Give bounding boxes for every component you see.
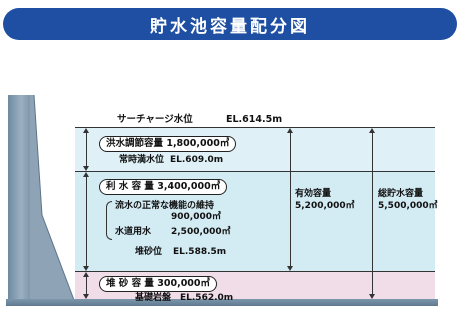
water-supply-label: 水道用水	[115, 227, 152, 237]
sediment-dimension-line	[86, 276, 87, 295]
effective-capacity-label: 有効容量	[295, 189, 332, 199]
allocation-bracket	[106, 201, 112, 240]
utilization-label: 利 水 容 量	[106, 181, 154, 192]
utilization-arrow-down-icon	[83, 266, 89, 271]
total-capacity-value: 5,500,000㎥	[378, 201, 438, 211]
sediment-capacity: 堆 砂 容 量 300,000㎥	[99, 276, 218, 292]
normal-function-value: 900,000㎥	[171, 212, 221, 222]
total-arrow-up-icon	[369, 128, 375, 133]
normal-level-label: 常時満水位	[119, 155, 165, 165]
total-dimension-line	[372, 132, 373, 295]
surcharge-level-line	[75, 127, 435, 128]
total-capacity-label: 総貯水容量	[378, 189, 424, 199]
total-arrow-down-icon	[369, 294, 375, 299]
sediment-level-label: 堆砂位	[135, 247, 163, 257]
normal-function-label: 流水の正常な機能の維持	[115, 201, 215, 211]
flood-arrow-up-icon	[83, 128, 89, 133]
effective-capacity-value: 5,200,000㎥	[295, 201, 355, 211]
diagram-title: 貯水池容量配分図	[150, 16, 310, 37]
normal-level-line	[75, 171, 435, 172]
title-banner: 貯水池容量配分図	[3, 8, 457, 40]
effective-arrow-up-icon	[287, 128, 293, 133]
utilization-dimension-line	[86, 176, 87, 267]
dam-face	[30, 95, 75, 300]
flood-control-capacity: 洪水調節容量 1,800,000㎥	[99, 136, 237, 152]
effective-arrow-down-icon	[287, 266, 293, 271]
utilization-value: 3,400,000㎥	[157, 181, 221, 192]
water-supply-value: 2,500,000㎥	[171, 227, 231, 237]
flood-control-label: 洪水調節容量	[106, 138, 164, 149]
surcharge-level-value: EL.614.5m	[226, 114, 283, 125]
sediment-arrow-down-icon	[83, 294, 89, 299]
flood-arrow-down-icon	[83, 166, 89, 171]
sediment-label: 堆 砂 容 量	[106, 278, 154, 289]
flood-dimension-line	[86, 132, 87, 168]
flood-control-value: 1,800,000㎥	[166, 138, 230, 149]
utilization-arrow-up-icon	[83, 172, 89, 177]
sediment-value: 300,000㎥	[157, 278, 211, 289]
foundation-ground	[6, 299, 438, 306]
foundation-label: 基礎岩盤	[135, 293, 172, 303]
foundation-value: EL.562.0m	[180, 293, 234, 303]
utilization-capacity: 利 水 容 量 3,400,000㎥	[99, 179, 228, 195]
sediment-level-line	[75, 271, 435, 272]
sediment-level-value: EL.588.5m	[173, 247, 227, 257]
normal-level-value: EL.609.0m	[170, 155, 224, 165]
effective-dimension-line	[290, 132, 291, 267]
surcharge-level-label: サーチャージ水位	[117, 114, 193, 125]
sediment-arrow-up-icon	[83, 272, 89, 277]
dam-body	[8, 95, 30, 300]
